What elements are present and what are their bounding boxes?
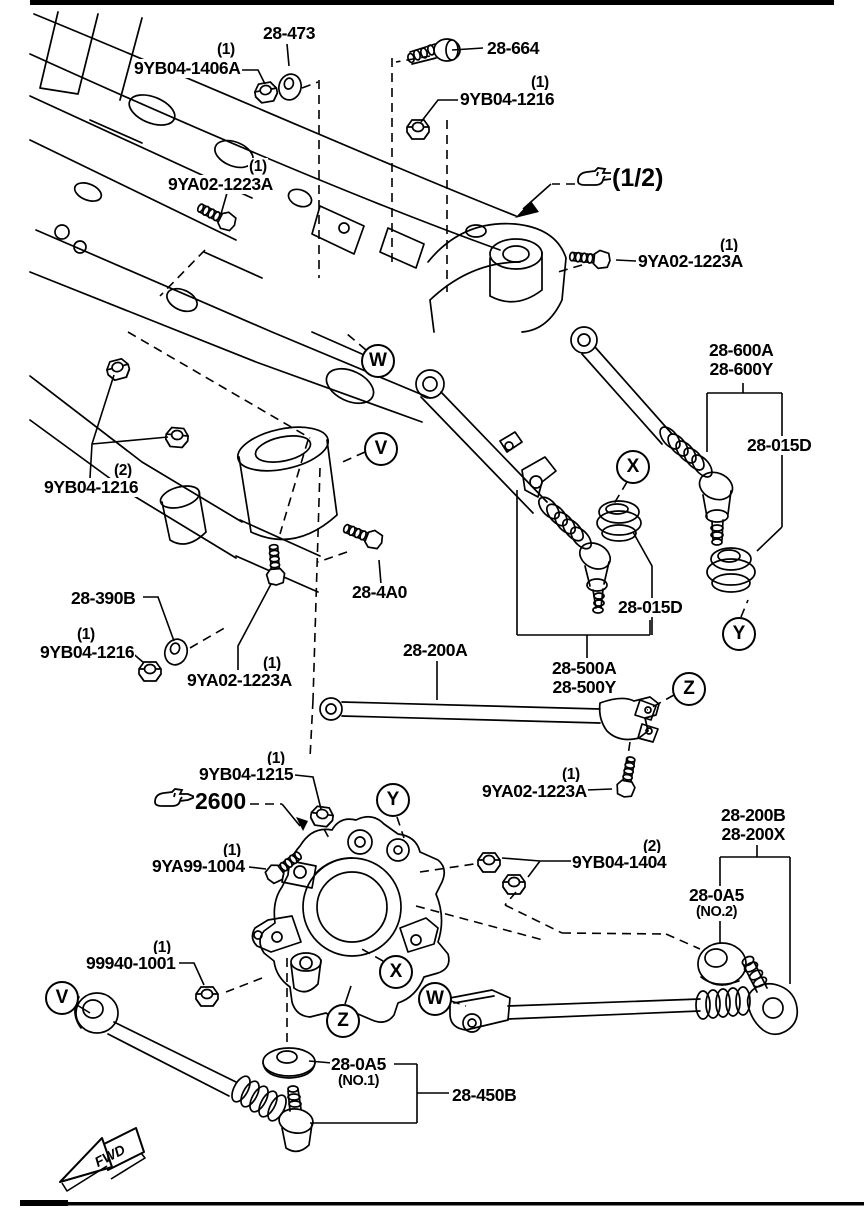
part-label-28-4a0: 28-4A0 — [351, 582, 408, 603]
part-label-9ya02-1223a-mid: 9YA02-1223A — [186, 670, 293, 691]
part-label-28-0a5-no1-num: 28-0A5 — [331, 1054, 386, 1074]
dust-boot-28-015d-left — [596, 500, 642, 542]
bolt-9ya02-1223a-mid — [263, 543, 287, 587]
part-label-9ya02-1223a-topleft: 9YA02-1223A — [167, 174, 274, 195]
callout-v-2: V — [45, 981, 79, 1015]
part-label-9yb04-1404: 9YB04-1404 — [571, 852, 668, 873]
qty-9yb04-1215: (1) — [266, 750, 286, 768]
callout-x-2: X — [379, 955, 413, 989]
link-28-200a — [319, 696, 660, 743]
part-label-9yb04-1406a: 9YB04-1406A — [133, 58, 242, 79]
part-label-28-390b: 28-390B — [70, 588, 137, 609]
part-label-28-0a5-no2-sub: (NO.2) — [695, 904, 738, 921]
dust-boot-28-015d-right — [706, 547, 756, 593]
part-label-28-0a5-no1-sub: (NO.1) — [337, 1073, 380, 1090]
callout-z-1: Z — [672, 672, 706, 706]
nut-9yb04-1215 — [308, 804, 335, 829]
callout-w-2: W — [418, 982, 452, 1016]
part-label-9ya02-1223a-right: 9YA02-1223A — [637, 251, 744, 272]
part-label-28-0a5-no1: 28-0A5 (NO.1) — [330, 1054, 387, 1091]
fwd-arrow: FWD — [59, 1127, 146, 1192]
part-label-28-015d-right: 28-015D — [746, 435, 813, 456]
bolt-28-4a0 — [339, 518, 386, 553]
part-label-28-500y: 28-500Y — [552, 677, 616, 698]
bolt-9ya02-1223a-topleft — [193, 198, 240, 235]
part-label-28-600: 28-600A 28-600Y — [708, 340, 775, 380]
nut-9yb04-1406a — [252, 80, 280, 105]
nut-9yb04-1216-left — [138, 661, 162, 682]
part-label-28-200b: 28-200B 28-200X — [720, 805, 787, 845]
dust-seal-28-0a5-no1 — [262, 1047, 316, 1079]
ref-label-half: (1/2) — [611, 164, 665, 193]
part-label-28-500a: 28-500A — [552, 658, 617, 678]
part-label-28-600y: 28-600Y — [709, 359, 773, 380]
hand-icon-2600 — [154, 788, 196, 807]
part-label-28-664: 28-664 — [486, 38, 541, 59]
part-label-28-200a: 28-200A — [402, 640, 469, 661]
nut-9yb04-1404-a — [477, 852, 501, 873]
qty-9ya02-1223a-right: (1) — [719, 237, 739, 255]
bolt-9ya02-1223a-right — [568, 246, 612, 271]
part-label-28-015d-left: 28-015D — [617, 597, 684, 618]
part-label-9ya99-1004: 9YA99-1004 — [151, 856, 246, 877]
part-label-9yb04-1216-left: 9YB04-1216 — [39, 642, 136, 663]
washer-28-390b — [160, 635, 192, 669]
link-28-200b — [449, 955, 799, 1036]
qty-9yb04-1404: (2) — [642, 838, 662, 856]
qty-9yb04-1216-left: (1) — [76, 626, 96, 644]
dust-seal-28-0a5-no2 — [697, 942, 747, 986]
link-28-600 — [570, 326, 734, 546]
part-label-28-473: 28-473 — [262, 23, 317, 44]
nut-9yb04-1216-b — [164, 426, 190, 449]
part-label-99940-1001: 99940-1001 — [85, 953, 177, 974]
nut-9yb04-1216-top — [406, 119, 430, 140]
qty-9ya99-1004: (1) — [222, 842, 242, 860]
nut-9yb04-1404-b — [502, 874, 526, 895]
part-label-28-600a: 28-600A — [709, 340, 774, 360]
part-label-28-0a5-no2-num: 28-0A5 — [689, 885, 744, 905]
part-label-9yb04-1216-x2: 9YB04-1216 — [43, 477, 140, 498]
qty-9ya02-1223a-lower: (1) — [561, 766, 581, 784]
callout-y-1: Y — [722, 617, 756, 651]
callout-y-2: Y — [376, 783, 410, 817]
leader-arrowheads — [296, 201, 539, 831]
ref-label-2600: 2600 — [194, 788, 248, 815]
part-label-9ya02-1223a-lower: 9YA02-1223A — [481, 781, 588, 802]
nut-9yb04-1216-a — [104, 356, 133, 383]
qty-9ya02-1223a-topleft: (1) — [248, 158, 268, 176]
callout-z-2: Z — [326, 1004, 360, 1038]
qty-99940-1001: (1) — [152, 939, 172, 957]
page-top-rule — [30, 0, 834, 5]
part-label-28-0a5-no2: 28-0A5 (NO.2) — [688, 885, 745, 922]
part-label-9yb04-1215: 9YB04-1215 — [198, 764, 295, 785]
qty-9yb04-1216-top: (1) — [530, 74, 550, 92]
qty-9yb04-1406a: (1) — [216, 41, 236, 59]
nut-99940-1001 — [195, 986, 219, 1007]
bolt-28-664 — [407, 38, 461, 65]
part-label-28-200b-a: 28-200B — [721, 805, 786, 825]
part-label-28-200x: 28-200X — [721, 824, 785, 845]
page-bottom-rule-end — [20, 1200, 68, 1206]
washer-28-473 — [275, 70, 305, 104]
link-28-500 — [415, 369, 612, 614]
page-bottom-rule — [20, 1202, 864, 1206]
callout-x-1: X — [616, 450, 650, 484]
qty-9ya02-1223a-mid: (1) — [262, 655, 282, 673]
part-label-9yb04-1216-top: 9YB04-1216 — [459, 89, 556, 110]
callout-v-1: V — [364, 432, 398, 466]
leader-lines — [76, 43, 791, 1124]
part-label-28-500: 28-500A 28-500Y — [551, 658, 618, 698]
link-lower-lateral — [74, 992, 314, 1153]
part-label-28-450b: 28-450B — [451, 1085, 518, 1106]
dashed-lines — [127, 55, 749, 1044]
qty-9yb04-1216-x2: (2) — [113, 462, 133, 480]
callout-w-1: W — [361, 344, 395, 378]
